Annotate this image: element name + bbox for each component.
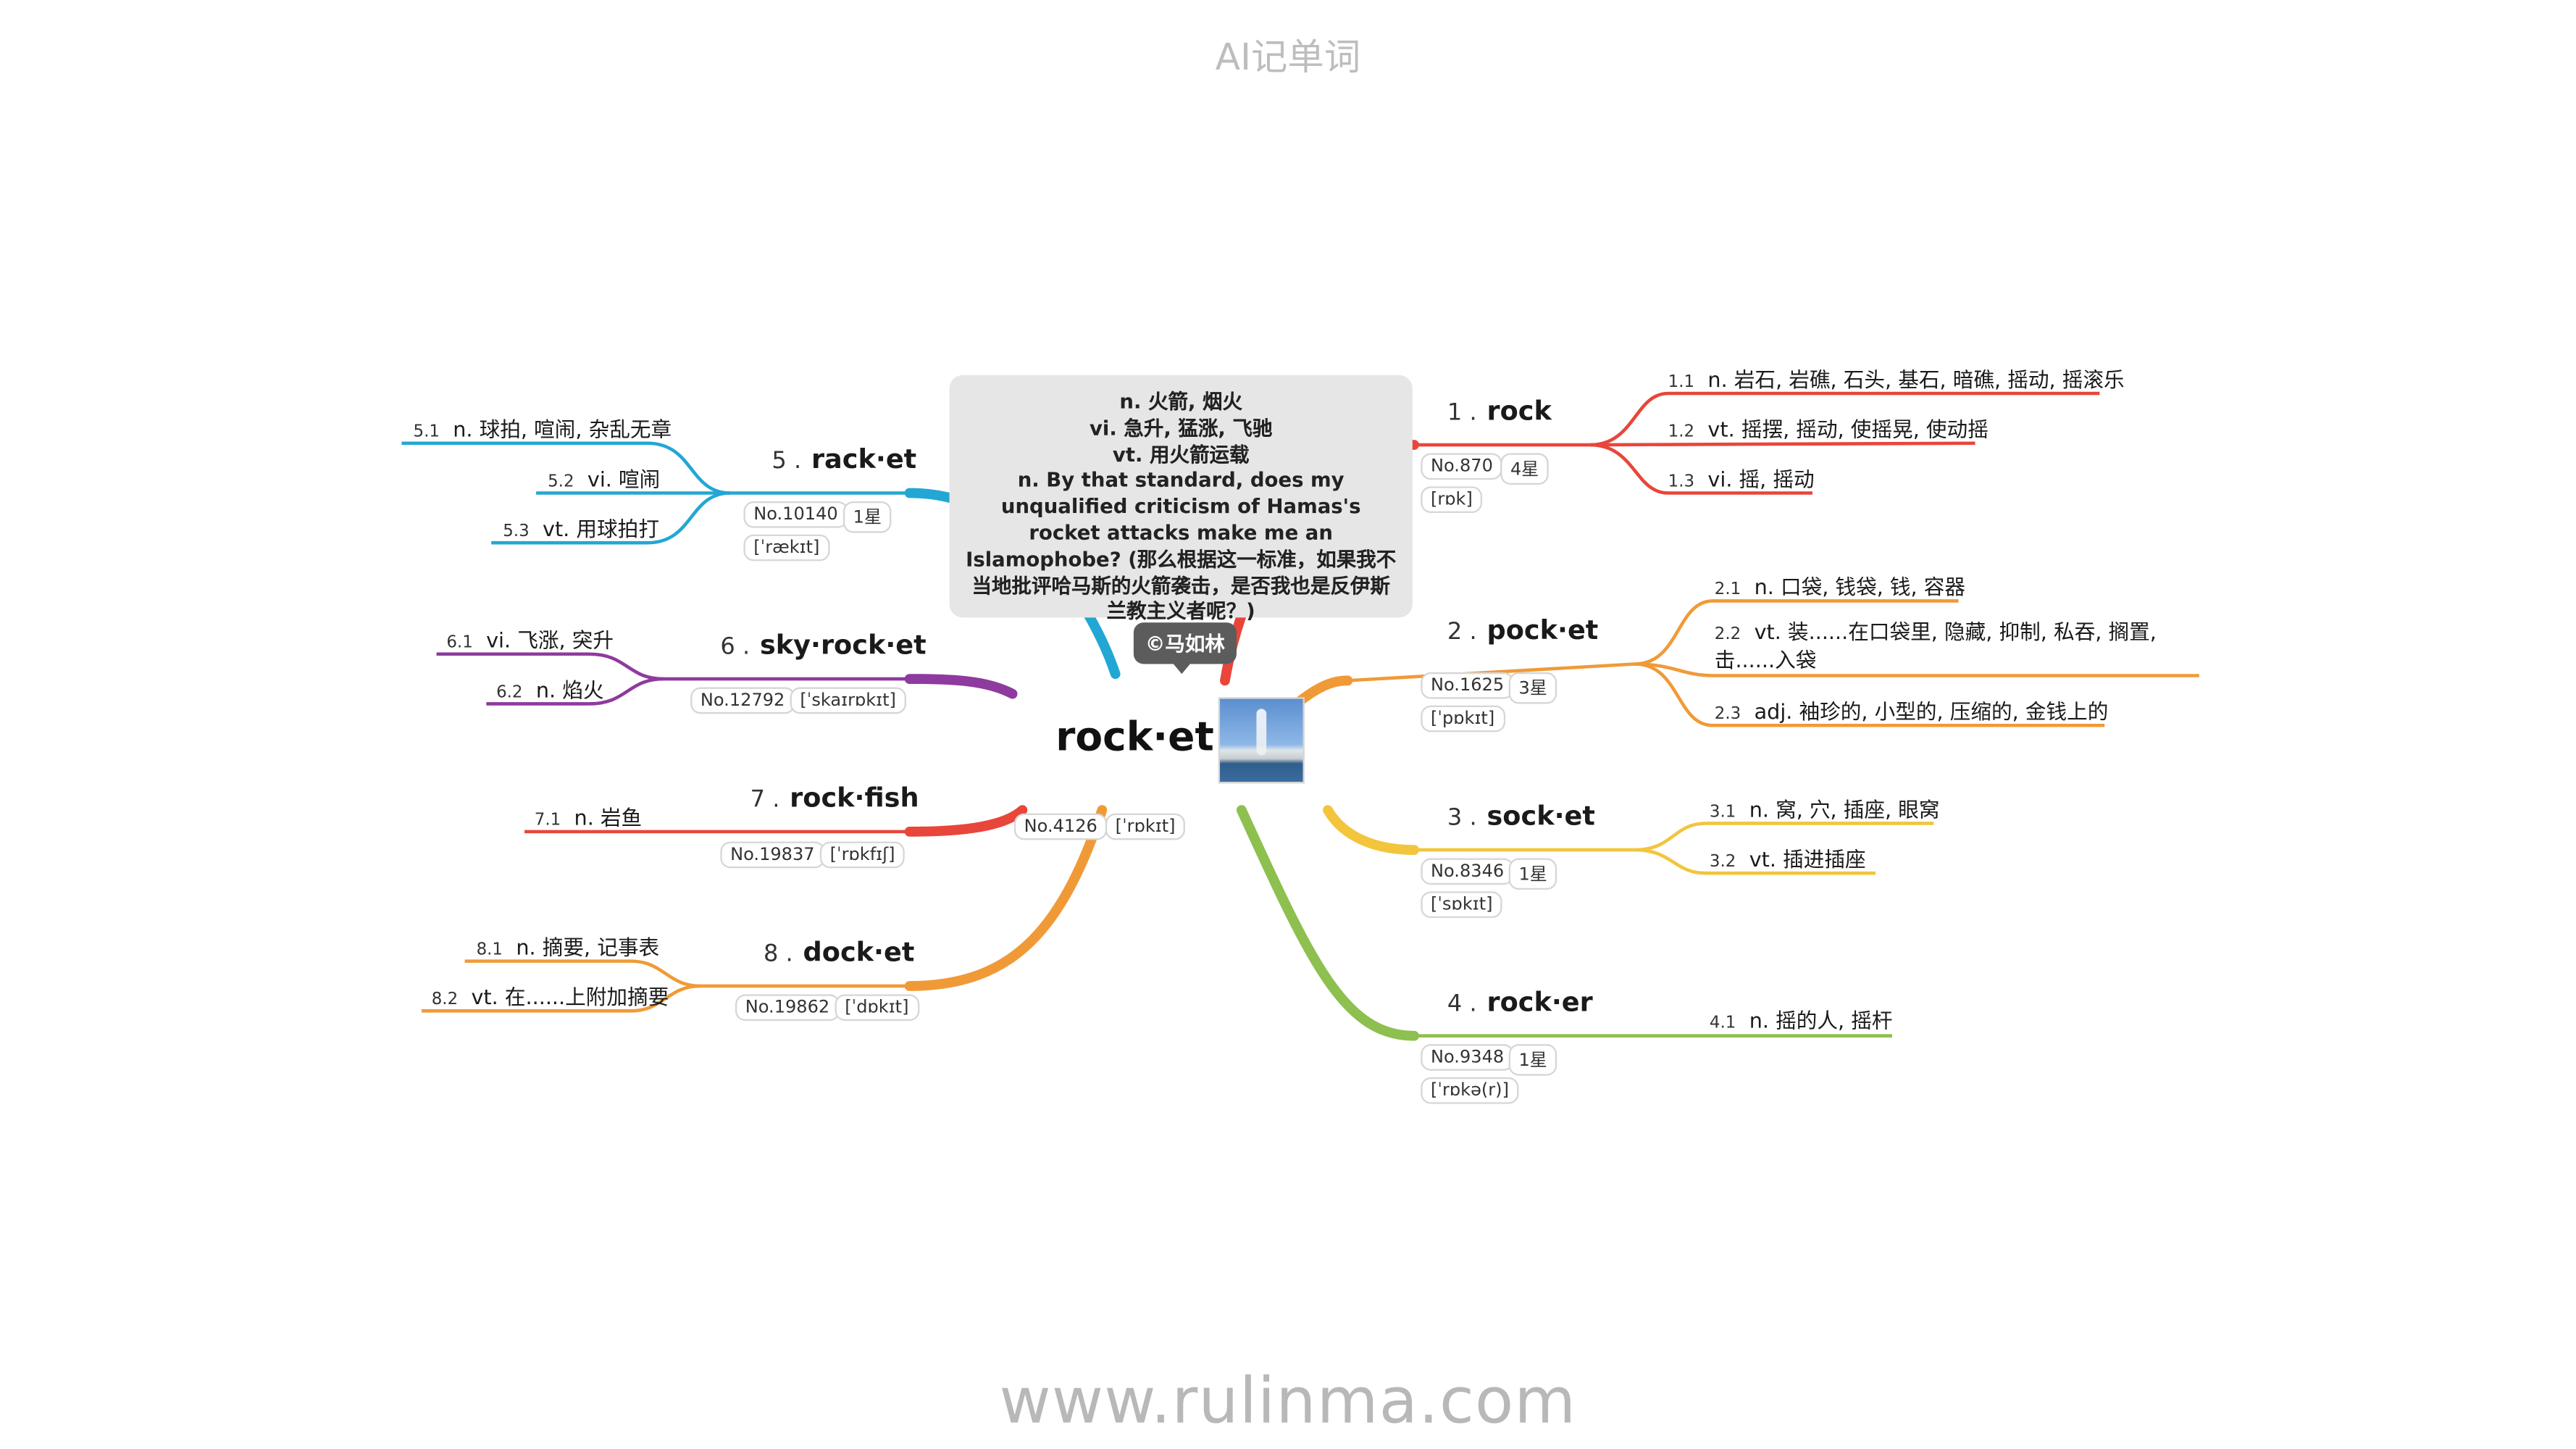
- rank-tag: No.19862: [735, 994, 840, 1022]
- rank-tag: No.10140: [743, 501, 848, 528]
- note-line: vi. 急升, 猛涨, 飞驰: [1089, 416, 1273, 440]
- copyright-badge: ©马如林: [1133, 622, 1237, 675]
- phonetic-tag: [ˈrækɪt]: [743, 534, 830, 561]
- trunk-6: [904, 674, 1018, 699]
- stars-tag: 4星: [1500, 453, 1550, 485]
- rank-tag: No.19837: [720, 841, 825, 869]
- phonetic-tag: [ˈrɒkfɪʃ]: [819, 841, 906, 869]
- branch-word-docket[interactable]: 8 .dock·et: [763, 936, 915, 968]
- trunk-3: [1323, 805, 1419, 855]
- branch-word-rocker[interactable]: 4 .rock·er: [1447, 985, 1593, 1018]
- phonetic-tag: [ˈdɒkɪt]: [835, 994, 919, 1022]
- rank-tag: No.870: [1421, 453, 1503, 480]
- trunk-7: [904, 805, 1028, 837]
- center-word[interactable]: rock·et: [1055, 714, 1214, 761]
- stars-tag: 1星: [1508, 858, 1557, 890]
- branch-word-rock[interactable]: 1 .rock: [1447, 395, 1552, 427]
- rocket-launch-image: [1218, 697, 1305, 784]
- branch-word-pocket[interactable]: 2 .pock·et: [1447, 614, 1599, 646]
- rank-tag: No.4126: [1013, 813, 1108, 840]
- trunk-4: [1236, 805, 1419, 1041]
- branch-word-racket[interactable]: 5 .rack·et: [771, 443, 917, 475]
- note-line: n. 火箭, 烟火: [1119, 390, 1242, 414]
- branch-word-skyrocket[interactable]: 6 .sky·rock·et: [720, 629, 927, 661]
- footer-url: www.rulinma.com: [999, 1364, 1577, 1438]
- stars-tag: 1星: [842, 501, 892, 533]
- rank-tag: No.9348: [1421, 1044, 1514, 1071]
- note-example: n. By that standard, does my unqualified…: [966, 469, 1397, 624]
- branch-word-socket[interactable]: 3 .sock·et: [1447, 800, 1595, 832]
- branch-word-rockfish[interactable]: 7 .rock·fish: [750, 782, 919, 814]
- note-line: vt. 用火箭运载: [1112, 442, 1250, 466]
- trunk-8: [904, 805, 1108, 991]
- rank-tag: No.12792: [690, 687, 795, 714]
- center-note-box: n. 火箭, 烟火 vi. 急升, 猛涨, 飞驰 vt. 用火箭运载 n. By…: [949, 375, 1413, 623]
- phonetic-tag: [ˈrɒkɪt]: [1105, 813, 1186, 840]
- phonetic-tag: [ˈrɒkə(r)]: [1421, 1077, 1519, 1104]
- phonetic-tag: [ˈskaɪrɒkɪt]: [790, 687, 906, 714]
- rank-tag: No.1625: [1421, 672, 1514, 699]
- phonetic-tag: [ˈsɒkɪt]: [1421, 891, 1503, 919]
- phonetic-tag: [ˈpɒkɪt]: [1421, 705, 1505, 732]
- stars-tag: 3星: [1508, 672, 1557, 704]
- stars-tag: 1星: [1508, 1044, 1557, 1076]
- rank-tag: No.8346: [1421, 858, 1514, 885]
- page-title: AI记单词: [1215, 38, 1361, 80]
- phonetic-tag: [rɒk]: [1421, 486, 1483, 513]
